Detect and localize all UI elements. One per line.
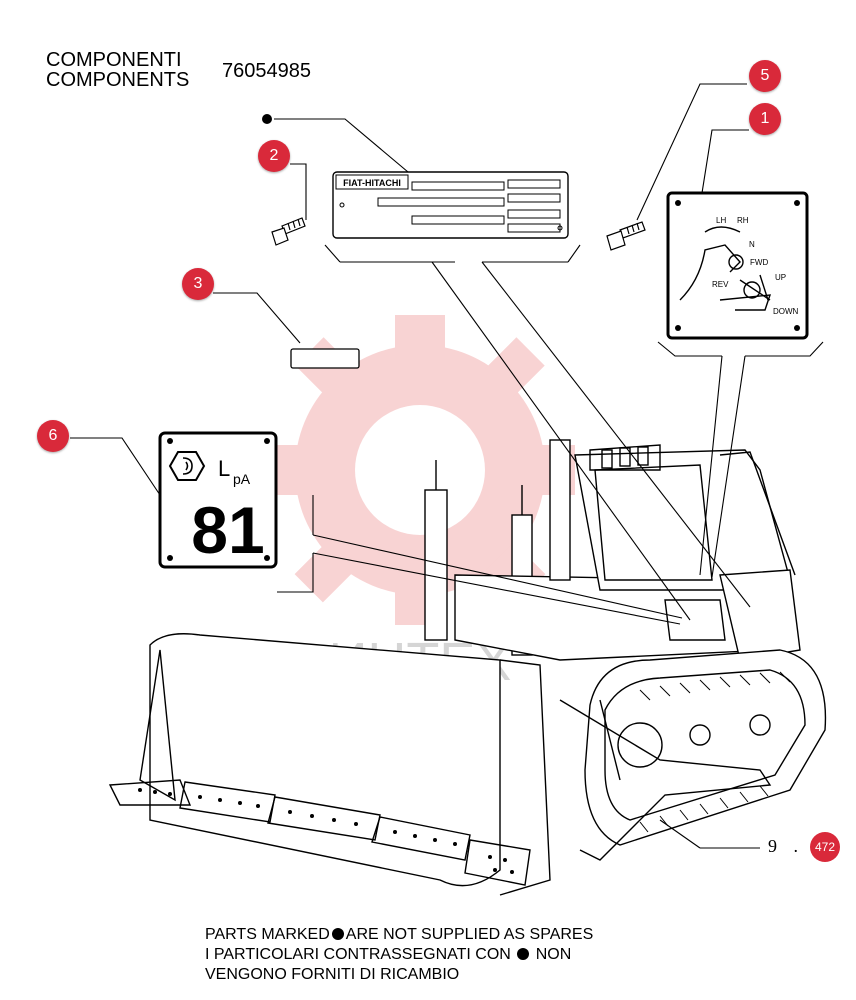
- header-label-en: COMPONENTS: [46, 69, 190, 91]
- bullet-icon: [517, 948, 530, 960]
- noise-value: 81: [191, 493, 264, 567]
- callout-5[interactable]: 5: [749, 60, 781, 92]
- hexagon-icon: [168, 451, 206, 481]
- decal-n: N: [749, 240, 755, 249]
- callout-6[interactable]: 6: [37, 420, 69, 452]
- callout-2[interactable]: 2: [258, 140, 290, 172]
- reference-badge[interactable]: 472: [810, 832, 840, 862]
- decal-rh: RH: [737, 216, 749, 225]
- decal-rev: REV: [712, 280, 729, 289]
- decal-lh: LH: [716, 216, 726, 225]
- bolt-part-2: [271, 217, 306, 246]
- identification-plate: FIAT-HITACHI: [332, 171, 569, 239]
- header-label-it: COMPONENTI: [46, 49, 182, 71]
- reference-code: 9 . 9: [768, 836, 830, 856]
- part-number: 76054985: [222, 60, 311, 82]
- footer-note: PARTS MARKED ARE NOT SUPPLIED AS SPARES I…: [205, 925, 593, 985]
- leader-lines: [70, 83, 824, 849]
- not-supplied-bullet: [262, 114, 272, 124]
- bolt-part-5: [606, 221, 646, 251]
- footer-line3: VENGONO FORNITI DI RICAMBIO: [205, 966, 460, 983]
- footer-line1-b: ARE NOT SUPPLIED AS SPARES: [345, 926, 594, 943]
- footer-line1-a: PARTS MARKED: [205, 926, 330, 943]
- footer-line2-b: NON: [535, 946, 572, 963]
- callout-1[interactable]: 1: [749, 103, 781, 135]
- controls-decal: LH RH N FWD REV UP DOWN: [666, 191, 809, 340]
- plate-brand: FIAT-HITACHI: [343, 178, 401, 188]
- callout-3[interactable]: 3: [182, 268, 214, 300]
- bulldozer-drawing: [108, 439, 827, 896]
- noise-level-decal: L pA 81: [158, 431, 278, 569]
- noise-label-sub: pA: [233, 471, 251, 487]
- footer-line2-a: I PARTICOLARI CONTRASSEGNATI CON: [205, 946, 511, 963]
- decal-down: DOWN: [773, 307, 799, 316]
- noise-label-l: L: [218, 456, 230, 481]
- bullet-icon: [331, 928, 344, 940]
- plate-part-3: [290, 348, 360, 369]
- header-label: COMPONENTI COMPONENTS: [46, 50, 189, 90]
- decal-fwd: FWD: [750, 258, 768, 267]
- decal-up: UP: [775, 273, 786, 282]
